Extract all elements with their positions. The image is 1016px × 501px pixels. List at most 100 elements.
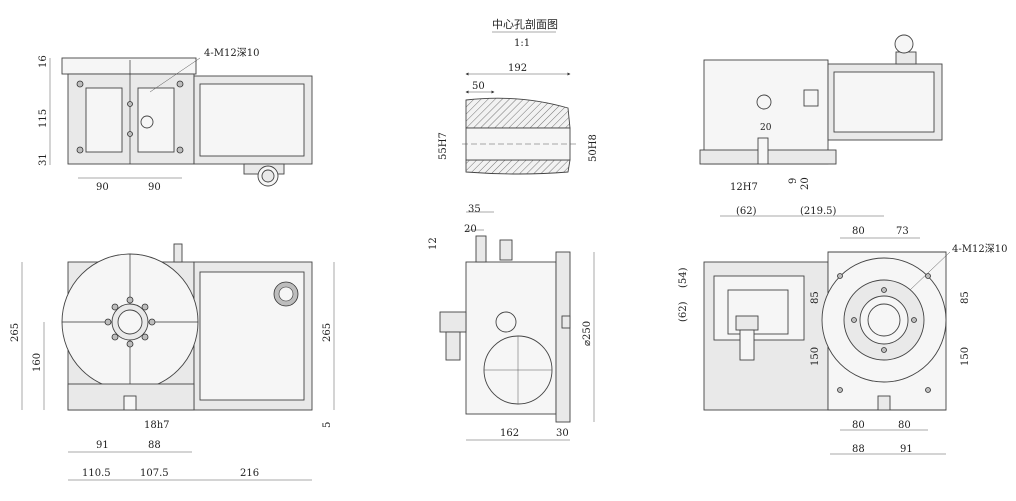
handwheel-hub [261, 169, 275, 183]
tr-key [757, 137, 769, 165]
rv-dim-62a: (62) [736, 206, 757, 217]
top-left-note: 4-M12深10 [204, 47, 259, 59]
fl-dim-160: 160 [32, 353, 43, 372]
tr-port [756, 94, 772, 110]
side-port [495, 311, 517, 333]
front-left-view: 265 160 265 5 18h7 91 88 110.5 107.5 216 [10, 243, 335, 481]
hole [141, 303, 149, 311]
sv-dim-30: 30 [556, 428, 569, 439]
tr-plate [803, 89, 819, 107]
tr-handle [894, 34, 914, 54]
side-handwheel-shaft [445, 331, 461, 361]
rv-dim-150b: 150 [960, 347, 971, 366]
fl-dim-107-5: 107.5 [140, 468, 169, 479]
tr-dim-12h7: 12H7 [730, 182, 758, 193]
side-column [475, 235, 487, 263]
fl-dim-91: 91 [96, 440, 109, 451]
hole [881, 347, 887, 353]
rv-dim-80t: 80 [852, 226, 865, 237]
section-upper [465, 97, 571, 129]
bolt-hole [76, 80, 84, 88]
side-view: 35 20 12 ⌀250 162 30 [428, 204, 595, 441]
tr-handle-base [895, 51, 917, 65]
hole [126, 296, 134, 304]
rear-bore-inner [867, 303, 901, 337]
tr-motor-panel [833, 71, 935, 133]
rv-dim-85a: 85 [810, 291, 821, 304]
fl-dim-216: 216 [240, 468, 259, 479]
dim-31: 31 [38, 153, 49, 166]
rv-dim-62b: (62) [678, 301, 689, 322]
window-left [85, 87, 123, 153]
front-key [123, 395, 137, 411]
indicator-circle [140, 115, 154, 129]
hole [104, 318, 112, 326]
bolt-hole [837, 273, 843, 279]
dim-50: 50 [472, 81, 485, 92]
rv-dim-88: 88 [852, 444, 865, 455]
rear-key [877, 395, 891, 411]
fl-dim-5: 5 [322, 422, 333, 428]
bolt-hole [925, 273, 931, 279]
bolt-hole [176, 80, 184, 88]
dim-192: 192 [508, 63, 527, 74]
leader-line [149, 57, 201, 93]
rv-dim-80b2: 80 [898, 420, 911, 431]
hole [127, 101, 133, 107]
hole [141, 333, 149, 341]
sv-dim-12: 12 [428, 237, 439, 250]
sv-dim-20: 20 [464, 224, 477, 235]
rv-dim-54: (54) [678, 267, 689, 288]
dim-90b: 90 [148, 182, 161, 193]
rv-dim-80b1: 80 [852, 420, 865, 431]
fl-dim-110-5: 110.5 [82, 468, 111, 479]
rear-view: 4-M12深10 (62) (219.5) 80 73 (54) (62) 85… [678, 206, 1007, 455]
top-left-view: 4-M12深10 16 115 31 90 90 [38, 47, 313, 193]
bolt-hole [176, 146, 184, 154]
side-stud [561, 315, 571, 329]
hole [881, 287, 887, 293]
section-scale: 1:1 [514, 38, 530, 49]
dim-16: 16 [38, 55, 49, 68]
hole [127, 131, 133, 137]
section-lower [465, 159, 571, 175]
rv-dim-219-5: (219.5) [800, 206, 837, 217]
hole [111, 303, 119, 311]
dim-55h7: 55H7 [438, 132, 449, 160]
side-fitting [499, 239, 513, 261]
tr-dim-9: 9 [788, 178, 799, 184]
rear-shaft [739, 329, 755, 361]
side-flange [555, 251, 571, 423]
hole [148, 318, 156, 326]
rear-stud [735, 315, 759, 331]
dim-90a: 90 [96, 182, 109, 193]
hole [126, 340, 134, 348]
fl-dim-265l: 265 [10, 323, 21, 342]
fl-dim-265r: 265 [322, 323, 333, 342]
faceplate-top [61, 57, 197, 75]
dim-115: 115 [38, 109, 49, 128]
leader-line [909, 251, 951, 291]
section-view: 中心孔剖面图 1:1 192 50 55H7 50H8 [438, 17, 599, 175]
center-bore-inner [117, 309, 143, 335]
tr-dim-20: 20 [760, 123, 772, 133]
rear-note: 4-M12深10 [952, 243, 1007, 255]
rv-dim-85b: 85 [960, 291, 971, 304]
rv-dim-150a: 150 [810, 347, 821, 366]
motor-panel [199, 83, 305, 157]
bolt-hole [837, 387, 843, 393]
rv-dim-91: 91 [900, 444, 913, 455]
sv-dim-250: ⌀250 [582, 321, 593, 346]
rv-dim-73: 73 [896, 226, 909, 237]
bolt-hole [925, 387, 931, 393]
hole [111, 333, 119, 341]
fl-dim-88: 88 [148, 440, 161, 451]
section-title: 中心孔剖面图 [492, 17, 558, 31]
top-right-view: 20 12H7 9 20 [699, 34, 943, 193]
side-handwheel [439, 311, 467, 333]
brand-logo-inner [278, 286, 294, 302]
tr-dim-20b: 20 [800, 177, 811, 190]
fl-dim-18h7: 18h7 [144, 420, 170, 431]
